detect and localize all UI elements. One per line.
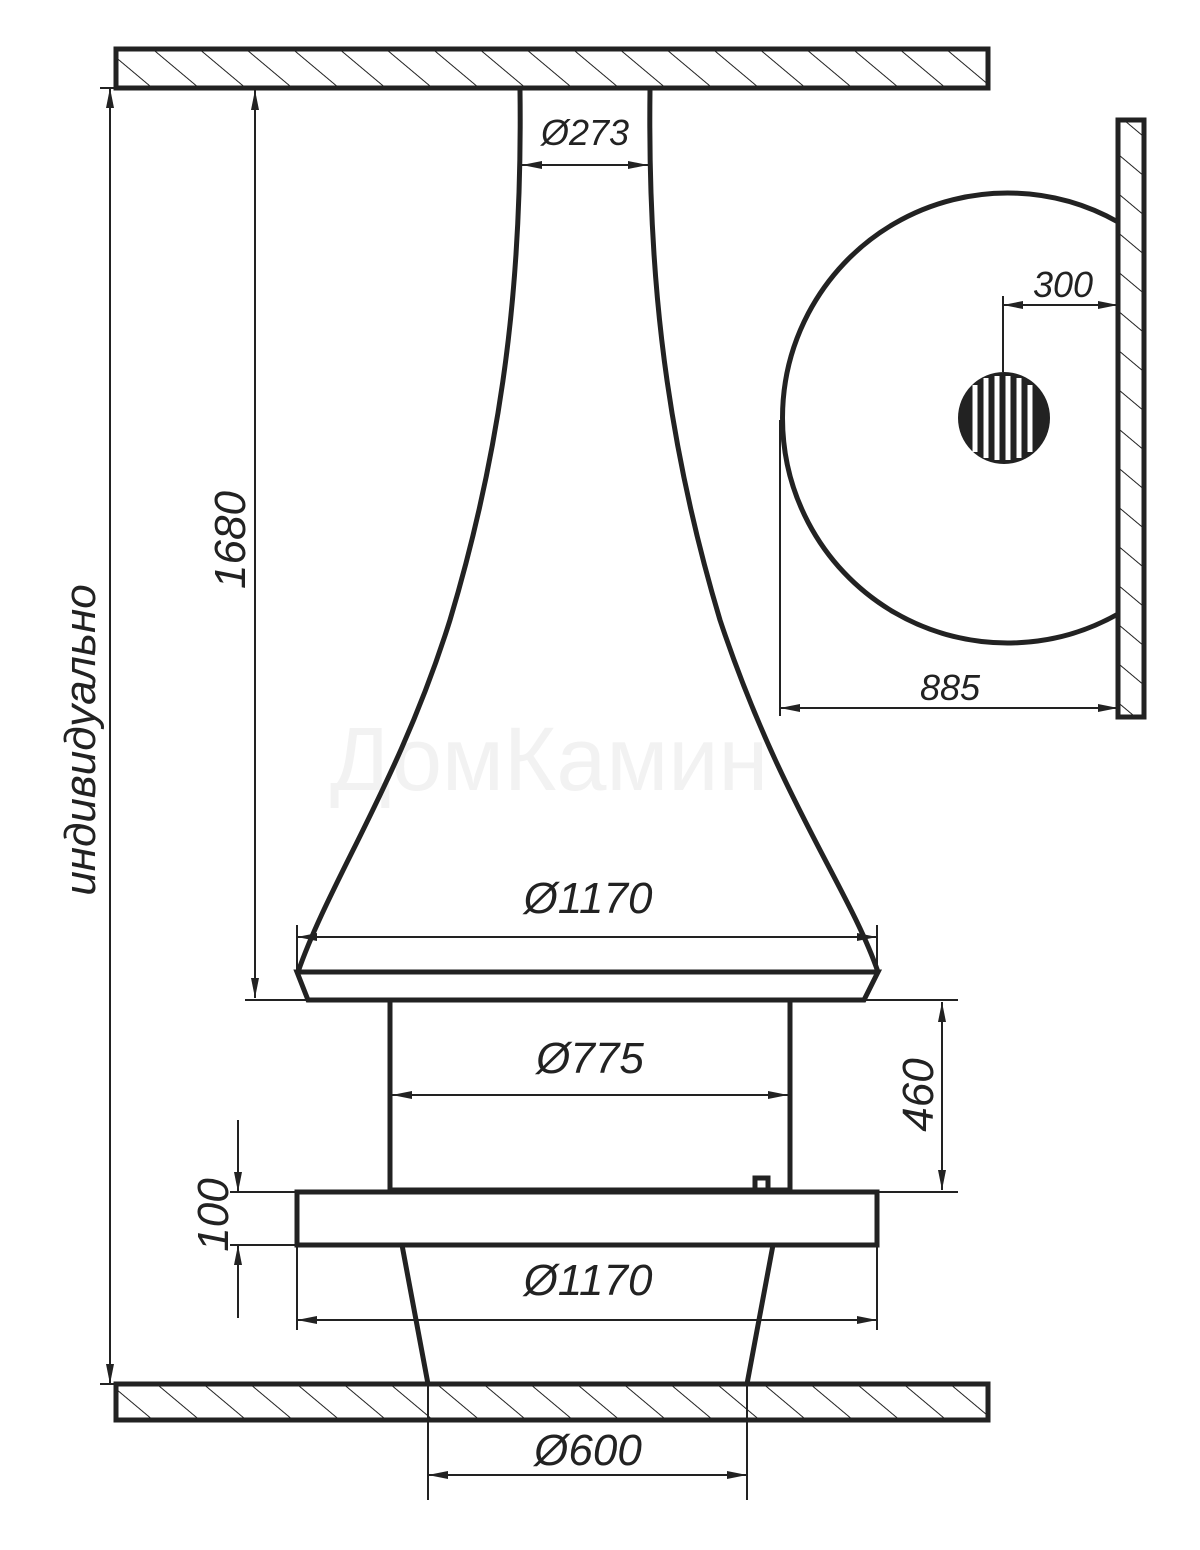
hood-diameter-label: Ø1170 [522, 874, 653, 923]
base-diameter-label: Ø600 [532, 1426, 642, 1475]
glass-diameter-label: Ø775 [534, 1034, 644, 1083]
flue-section [958, 372, 1050, 464]
platform-height-label: 100 [189, 1178, 238, 1252]
watermark: ДомКамин [330, 710, 768, 810]
wall-offset-label: 300 [1033, 264, 1093, 305]
floor [113, 1381, 991, 1423]
hood-height-label: 1680 [206, 491, 255, 589]
glass-height-label: 460 [894, 1058, 943, 1132]
side-view-hood [780, 190, 1120, 646]
platform-diameter-label: Ø1170 [522, 1256, 653, 1305]
ceiling [113, 46, 991, 91]
door-handle [752, 1175, 771, 1190]
hood [295, 89, 881, 973]
wall [1115, 117, 1147, 720]
hood-rim [293, 969, 883, 1003]
height-label: индивидуально [56, 584, 105, 895]
flue-grille [972, 376, 1033, 460]
side-depth-label: 885 [920, 667, 981, 708]
platform [294, 1189, 880, 1248]
pipe-diameter-label: Ø273 [540, 112, 629, 153]
